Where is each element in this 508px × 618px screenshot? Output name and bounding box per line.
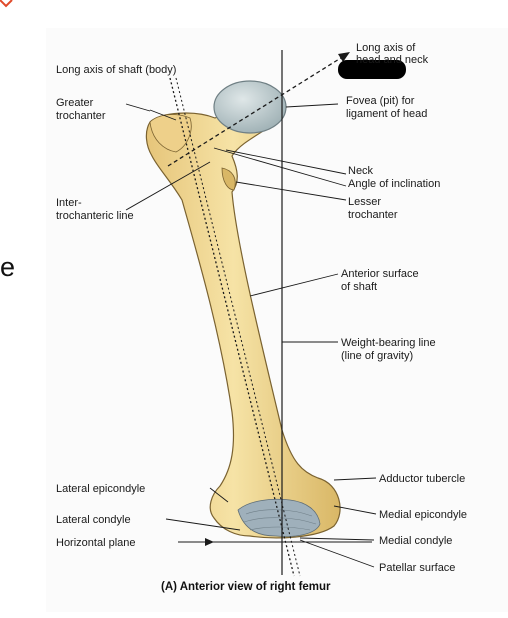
long-axis-shaft-line — [169, 77, 295, 577]
femoral-head — [213, 80, 287, 134]
label-long-axis-head-2: head and neck — [356, 54, 429, 66]
long-axis-head-arrow — [338, 52, 350, 62]
label-intertrochanteric-2: trochanteric line — [56, 210, 134, 222]
label-fovea-2: ligament of head — [346, 108, 427, 120]
label-anterior-surface-1: Anterior surface — [341, 268, 419, 280]
label-medial-epicondyle: Medial epicondyle — [379, 509, 467, 521]
label-greater-trochanter-1: Greater — [56, 97, 94, 109]
label-lateral-epicondyle: Lateral epicondyle — [56, 483, 145, 495]
greater-trochanter-shape — [149, 114, 192, 153]
label-fovea-1: Fovea (pit) for — [346, 95, 415, 107]
side-letter: e — [0, 252, 16, 282]
lesser-trochanter-shape — [221, 167, 236, 191]
label-long-axis-head-1: Long axis of — [356, 42, 416, 54]
leader-lines — [125, 103, 377, 568]
label-adductor-tubercle: Adductor tubercle — [379, 473, 465, 485]
label-lateral-condyle: Lateral condyle — [56, 514, 131, 526]
label-lesser-trochanter-2: trochanter — [348, 209, 398, 221]
label-long-axis-shaft: Long axis of shaft (body) — [56, 64, 176, 76]
femur-bone — [145, 105, 341, 539]
label-anterior-surface-2: of shaft — [341, 281, 377, 293]
label-greater-trochanter-2: trochanter — [56, 110, 106, 122]
long-axis-shaft-line-2 — [175, 77, 301, 577]
label-medial-condyle: Medial condyle — [379, 535, 452, 547]
horizontal-plane-arrow — [205, 538, 214, 546]
label-neck: Neck — [348, 165, 374, 177]
label-horizontal-plane: Horizontal plane — [56, 537, 136, 549]
stray-red-mark — [0, 0, 13, 8]
label-weight-bearing-2: (line of gravity) — [341, 350, 413, 362]
label-angle-inclination: Angle of inclination — [348, 178, 440, 190]
redaction-mark — [338, 60, 406, 79]
label-patellar-surface: Patellar surface — [379, 562, 455, 574]
label-intertrochanteric-1: Inter- — [56, 197, 82, 209]
patellar-surface-texture — [243, 509, 317, 531]
figure-caption: (A) Anterior view of right femur — [161, 581, 331, 593]
label-weight-bearing-1: Weight-bearing line — [341, 337, 436, 349]
label-lesser-trochanter-1: Lesser — [348, 196, 381, 208]
